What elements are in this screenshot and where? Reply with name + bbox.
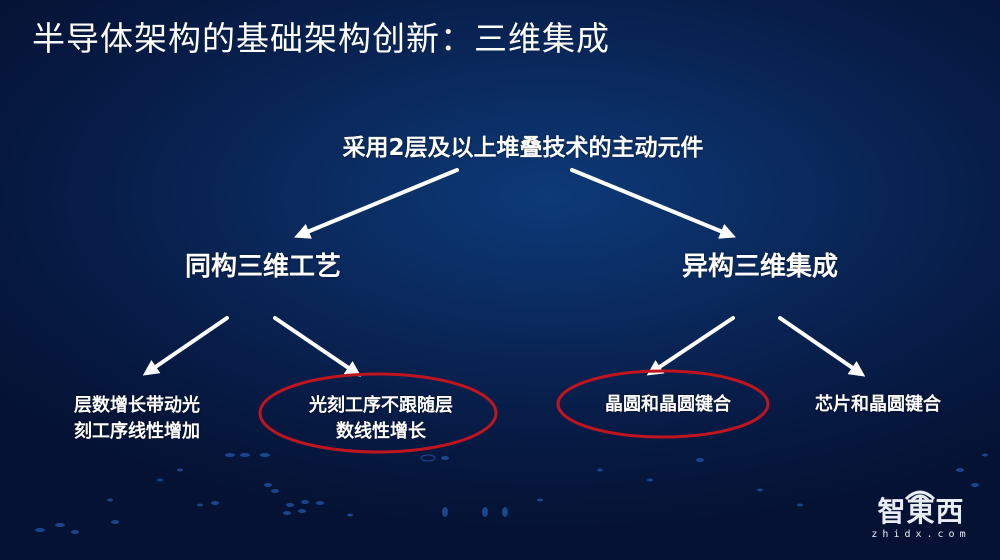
leaf-wafer-to-wafer-bonding: 晶圆和晶圆键合 [605, 394, 731, 415]
slide-title: 半导体架构的基础架构创新：三维集成 [32, 19, 610, 58]
leaf-chip-to-wafer-bonding: 芯片和晶圆键合 [815, 394, 941, 415]
watermark-url: zhidx.com [871, 529, 971, 540]
wifi-signal-icon [904, 490, 936, 501]
arrow-left-to-leaf2 [273, 316, 362, 377]
leaf-lithography-linear-increase: 层数增长带动光 刻工序线性增加 [52, 393, 222, 445]
highlight-circle-lithography [258, 372, 498, 454]
arrow-right-to-leaf4 [778, 316, 866, 377]
branch-homogeneous-3d: 同构三维工艺 [184, 252, 341, 282]
leaf-line-1: 层数增长带动光 [74, 395, 200, 416]
arrow-root-to-right [570, 168, 736, 239]
arrow-root-to-left [294, 168, 459, 239]
watermark-mark: 智東西 [877, 495, 965, 528]
leaf-line-1: 光刻工序不跟随层 [309, 395, 453, 416]
root-node: 采用2层及以上堆叠技术的主动元件 [342, 135, 704, 161]
highlight-circle-wafer-bonding [556, 369, 770, 439]
branch-heterogeneous-3d: 异构三维集成 [681, 252, 838, 282]
leaf-lithography-not-linear: 光刻工序不跟随层 数线性增长 [286, 393, 476, 445]
arrow-right-to-leaf3 [646, 316, 735, 376]
leaf-line-2: 刻工序线性增加 [74, 421, 200, 442]
arrow-left-to-leaf1 [142, 316, 229, 376]
leaf-line-2: 数线性增长 [336, 421, 426, 442]
watermark-logo: 智東西 zhidx.com [866, 490, 976, 540]
